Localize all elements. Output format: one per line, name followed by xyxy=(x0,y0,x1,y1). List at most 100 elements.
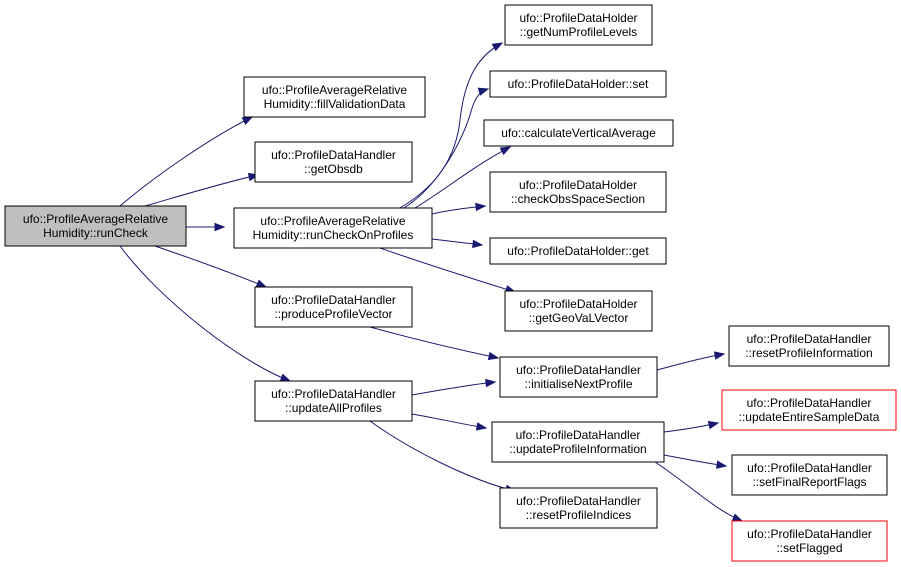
node-label-line: ::resetProfileIndices xyxy=(526,508,631,522)
node-box xyxy=(489,70,667,98)
edge-root-to-getObsdb xyxy=(144,174,259,207)
edge-arrowhead xyxy=(707,420,720,430)
node-label-line: ufo::ProfileDataHandler xyxy=(516,428,641,442)
nodes-layer: ufo::ProfileAverageRelativeHumidity::run… xyxy=(4,4,897,562)
node-label-line: ufo::ProfileAverageRelative xyxy=(260,214,406,228)
node-label-line: ::updateAllProfiles xyxy=(285,401,382,415)
node-label-line: Humidity::fillValidationData xyxy=(264,97,406,111)
edge-arrowhead xyxy=(491,42,504,52)
node-label-line: ufo::calculateVerticalAverage xyxy=(501,126,656,140)
node-setFinalReportFlags[interactable]: ufo::ProfileDataHandler::setFinalReportF… xyxy=(731,454,888,496)
node-box xyxy=(504,4,653,46)
node-getObsdb[interactable]: ufo::ProfileDataHandler::getObsdb xyxy=(254,141,413,183)
node-label-line: ufo::ProfileDataHandler xyxy=(747,396,872,410)
node-label-line: ufo::ProfileDataHolder::get xyxy=(507,244,649,258)
edge-root-to-fillValidationData xyxy=(119,116,253,207)
edge-runCheckOnProfiles-to-getGeoVaLVector xyxy=(379,247,516,293)
node-box xyxy=(254,141,413,183)
node-label-line: ::initialiseNextProfile xyxy=(524,377,632,391)
node-box xyxy=(728,325,890,367)
edge-arrowhead xyxy=(731,513,744,522)
edge-arrowhead xyxy=(715,460,728,469)
edge-arrowhead xyxy=(487,351,500,361)
node-checkObsSpaceSection[interactable]: ufo::ProfileDataHolder::checkObsSpaceSec… xyxy=(489,171,667,213)
edge-runCheckOnProfiles-to-getNumProfileLevels xyxy=(399,42,503,209)
node-box xyxy=(483,119,674,147)
node-getNumProfileLevels[interactable]: ufo::ProfileDataHolder::getNumProfileLev… xyxy=(504,4,653,46)
edge-updateProfileInformation-to-setFlagged xyxy=(654,461,743,522)
node-label-line: ::getNumProfileLevels xyxy=(520,25,637,39)
edge-arrowhead xyxy=(477,87,490,96)
node-label-line: ::setFlagged xyxy=(776,541,842,555)
edge-arrowhead xyxy=(499,146,512,156)
node-label-line: ::getGeoVaLVector xyxy=(529,311,629,325)
node-initialiseNextProfile[interactable]: ufo::ProfileDataHandler::initialiseNextP… xyxy=(499,356,658,398)
node-box xyxy=(489,237,667,265)
node-box xyxy=(504,290,653,332)
edge-arrowhead xyxy=(241,116,254,126)
node-getGeoVaLVector[interactable]: ufo::ProfileDataHolder::getGeoVaLVector xyxy=(504,290,653,332)
node-box xyxy=(233,207,433,249)
node-box xyxy=(243,76,426,118)
edge-runCheckOnProfiles-to-calculateVerticalAverage xyxy=(414,146,511,209)
node-label-line: ::updateProfileInformation xyxy=(509,442,646,456)
edge-arrowhead xyxy=(713,351,726,360)
node-box xyxy=(499,487,658,529)
node-updateProfileInformation[interactable]: ufo::ProfileDataHandler::updateProfileIn… xyxy=(491,421,665,463)
edge-arrowhead xyxy=(255,279,268,288)
node-label-line: ufo::ProfileDataHandler xyxy=(516,363,641,377)
node-box xyxy=(499,356,658,398)
node-updateEntireSampleData[interactable]: ufo::ProfileDataHandler::updateEntireSam… xyxy=(721,389,897,431)
edge-arrowhead xyxy=(214,222,226,232)
edge-root-to-produceProfileVector xyxy=(154,245,267,288)
node-label-line: ufo::ProfileAverageRelative xyxy=(23,212,169,226)
node-fillValidationData[interactable]: ufo::ProfileAverageRelativeHumidity::fil… xyxy=(243,76,426,118)
node-label-line: ufo::ProfileDataHandler xyxy=(747,527,872,541)
node-label-line: ::setFinalReportFlags xyxy=(752,475,866,489)
edge-arrowhead xyxy=(472,239,484,249)
node-box xyxy=(254,286,413,328)
edge-arrowhead xyxy=(485,378,497,388)
node-calculateVerticalAverage[interactable]: ufo::calculateVerticalAverage xyxy=(483,119,674,147)
node-resetProfileIndices[interactable]: ufo::ProfileDataHandler::resetProfileInd… xyxy=(499,487,658,529)
node-label-line: ufo::ProfileAverageRelative xyxy=(262,83,408,97)
node-updateAllProfiles[interactable]: ufo::ProfileDataHandler::updateAllProfil… xyxy=(254,380,413,422)
node-box xyxy=(731,520,888,562)
node-label-line: ::produceProfileVector xyxy=(274,307,392,321)
node-label-line: ufo::ProfileDataHandler xyxy=(271,148,396,162)
node-label-line: ufo::ProfileDataHandler xyxy=(271,293,396,307)
node-label-line: ufo::ProfileDataHolder xyxy=(519,297,637,311)
node-root[interactable]: ufo::ProfileAverageRelativeHumidity::run… xyxy=(4,205,187,247)
node-label-line: Humidity::runCheck xyxy=(43,226,149,240)
edge-arrowhead xyxy=(475,202,487,212)
node-setFlagged[interactable]: ufo::ProfileDataHandler::setFlagged xyxy=(731,520,888,562)
edge-runCheckOnProfiles-to-holderSet xyxy=(403,88,489,209)
node-holderGet[interactable]: ufo::ProfileDataHolder::get xyxy=(489,237,667,265)
node-label-line: ufo::ProfileDataHolder xyxy=(519,11,637,25)
node-label-line: ufo::ProfileDataHolder xyxy=(519,178,637,192)
edge-updateAllProfiles-to-resetProfileIndices xyxy=(369,420,516,492)
edge-arrowhead xyxy=(279,373,292,382)
edge-updateAllProfiles-to-initialiseNextProfile xyxy=(411,381,496,396)
node-holderSet[interactable]: ufo::ProfileDataHolder::set xyxy=(489,70,667,98)
node-label-line: ufo::ProfileDataHandler xyxy=(516,494,641,508)
node-produceProfileVector[interactable]: ufo::ProfileDataHandler::produceProfileV… xyxy=(254,286,413,328)
node-resetProfileInformation[interactable]: ufo::ProfileDataHandler::resetProfileInf… xyxy=(728,325,890,367)
node-label-line: ufo::ProfileDataHandler xyxy=(747,461,872,475)
node-label-line: ufo::ProfileDataHandler xyxy=(271,387,396,401)
node-label-line: Humidity::runCheckOnProfiles xyxy=(253,228,414,242)
edge-produceProfileVector-to-initialiseNextProfile xyxy=(369,326,499,359)
node-box xyxy=(721,389,897,431)
node-box xyxy=(489,171,667,213)
node-runCheckOnProfiles[interactable]: ufo::ProfileAverageRelativeHumidity::run… xyxy=(233,207,433,249)
node-label-line: ufo::ProfileDataHolder::set xyxy=(508,77,649,91)
edge-arrowhead xyxy=(475,422,488,431)
edge-updateAllProfiles-to-updateProfileInformation xyxy=(411,413,487,429)
edge-initialiseNextProfile-to-resetProfileInformation xyxy=(656,353,725,371)
node-box xyxy=(4,205,187,247)
node-label-line: ::checkObsSpaceSection xyxy=(511,192,645,206)
node-label-line: ufo::ProfileDataHandler xyxy=(747,332,872,346)
node-box xyxy=(731,454,888,496)
